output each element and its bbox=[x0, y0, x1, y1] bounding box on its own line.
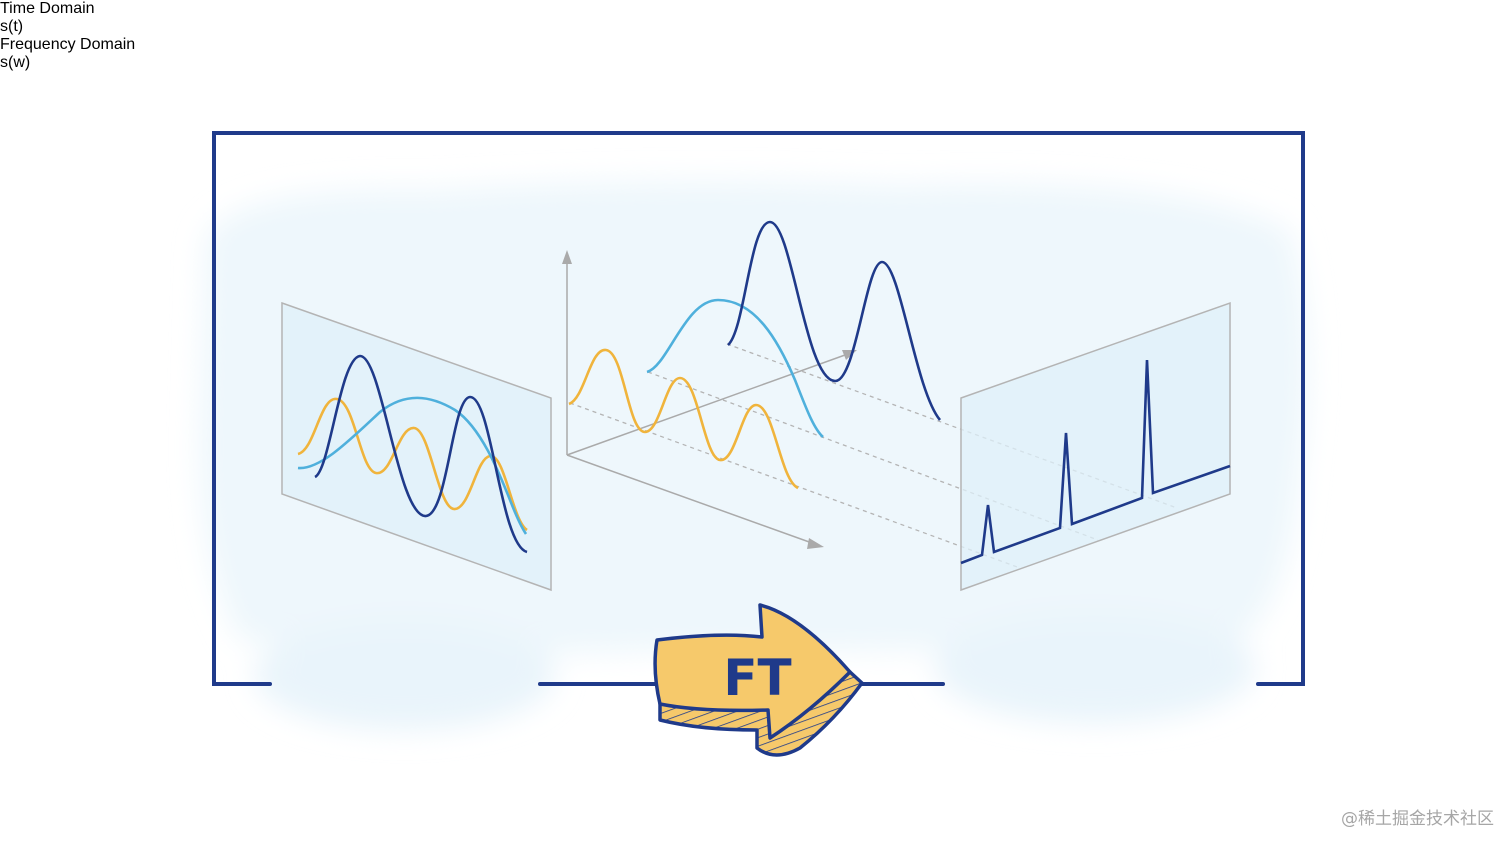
watermark: @稀土掘金技术社区 bbox=[1341, 804, 1494, 829]
ft-arrow-label: FT bbox=[700, 648, 815, 708]
